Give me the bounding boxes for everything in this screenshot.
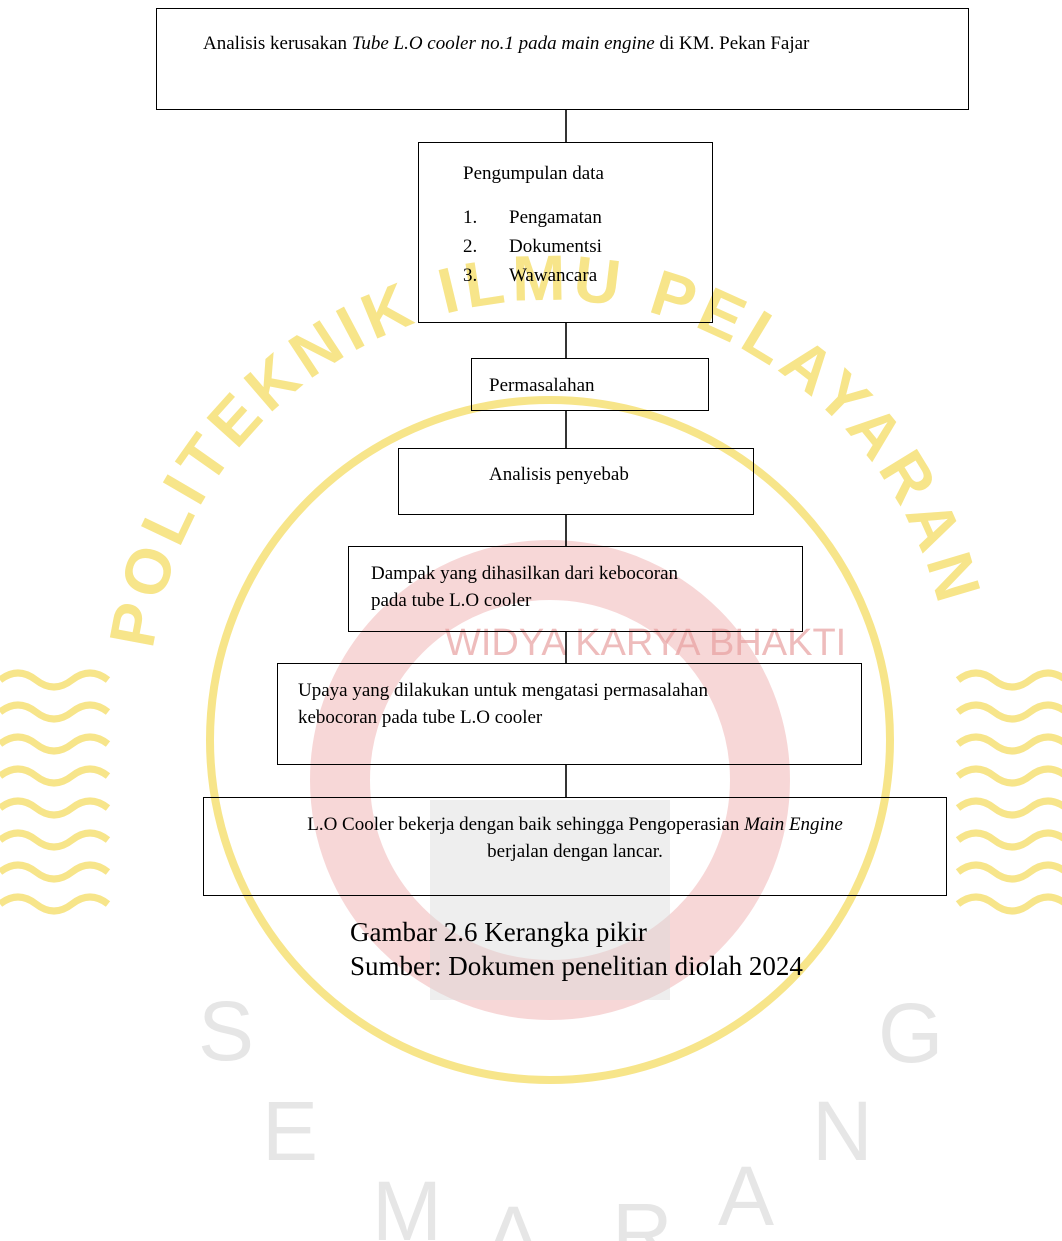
list-item: 2. Dokumentsi [463,232,712,261]
watermark-ring [206,396,894,1084]
box-outcome: L.O Cooler bekerja dengan baik sehingga … [203,797,947,896]
watermark-right-waves [955,669,1062,915]
watermark-inner-red [310,540,790,1020]
data-collection-list: 1. Pengamatan 2. Dokumentsi 3. Wawancara [463,203,712,291]
figure-caption-title: Gambar 2.6 Kerangka pikir [350,917,647,947]
list-item-text: Pengamatan [509,206,602,228]
box-analysis-topic-suffix: di KM. Pekan Fajar [654,33,810,54]
box-problem: Permasalahan [471,358,709,411]
box-impact-line2: pada tube L.O cooler [371,589,532,611]
list-item-text: Wawancara [509,265,598,287]
box-outcome-line2: berjalan dengan lancar. [487,840,663,862]
list-item-number: 3. [463,265,478,287]
box-impact: Dampak yang dihasilkan dari kebocoran pa… [348,546,803,632]
list-item-number: 2. [463,236,478,258]
watermark-left-waves [0,669,111,915]
watermark-gray-block [430,800,670,1000]
box-cause-analysis-text: Analisis penyebab [489,464,629,485]
box-outcome-text: L.O Cooler bekerja dengan baik sehingga … [307,814,745,835]
figure-caption: Gambar 2.6 Kerangka pikir Sumber: Dokume… [350,916,803,984]
box-problem-text: Permasalahan [489,375,595,396]
svg-text:M: M [372,1164,442,1241]
box-outcome-italic: Main Engine [744,814,843,835]
svg-text:A: A [718,1149,774,1241]
box-mitigation-line1: Upaya yang dilakukan untuk mengatasi per… [298,680,708,701]
svg-text:E: E [262,1084,318,1178]
list-item-text: Dokumentsi [509,236,602,258]
box-analysis-topic-italic: Tube L.O cooler no.1 pada main engine [351,33,655,54]
box-outcome-line1: L.O Cooler bekerja dengan baik sehingga … [204,812,946,839]
watermark-city-letters: S E M A R A N G [198,984,943,1241]
list-item: 1. Pengamatan [463,203,712,232]
box-data-collection: Pengumpulan data 1. Pengamatan 2. Dokument… [418,142,713,323]
list-item-number: 1. [463,206,478,228]
box-impact-line1: Dampak yang dihasilkan dari kebocoran [371,563,679,584]
svg-text:G: G [878,986,943,1080]
svg-text:R: R [612,1186,673,1241]
watermark-motto: WIDYA KARYA BHAKTI [445,622,846,664]
box-analysis-topic: Analisis kerusakan Tube L.O cooler no.1 … [156,8,969,110]
svg-text:A: A [485,1189,541,1241]
box-analysis-topic-text: Analisis kerusakan [203,33,352,54]
box-mitigation-line2: kebocoran pada tube L.O cooler [298,706,543,728]
box-mitigation: Upaya yang dilakukan untuk mengatasi per… [277,663,862,765]
list-item: 3. Wawancara [463,261,712,290]
data-collection-title: Pengumpulan data [463,163,604,184]
box-cause-analysis: Analisis penyebab [398,448,754,515]
svg-text:N: N [812,1084,873,1178]
svg-text:S: S [198,984,254,1078]
figure-caption-source: Sumber: Dokumen penelitian diolah 2024 [350,950,803,981]
